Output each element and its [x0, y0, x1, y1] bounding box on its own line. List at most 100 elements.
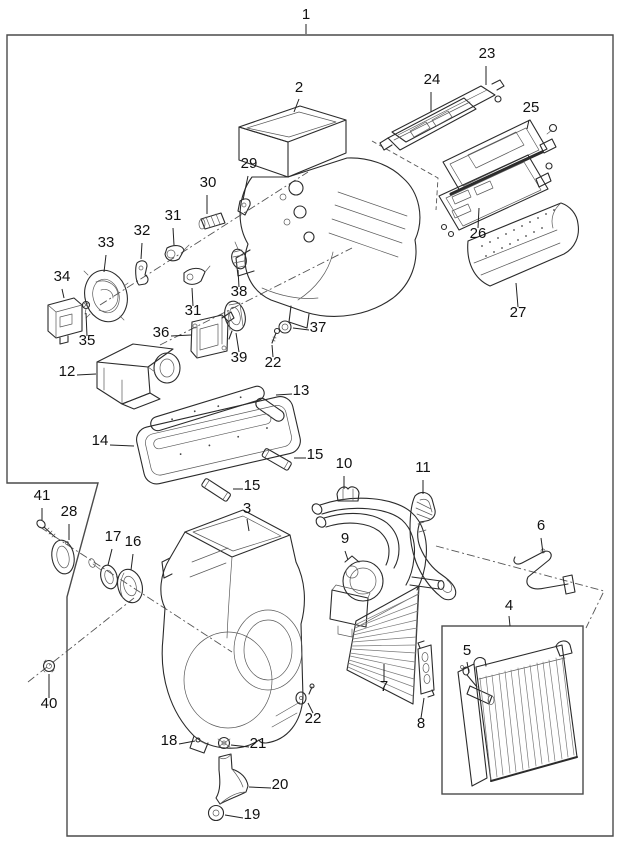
callout-12: 12	[59, 363, 76, 380]
callout-leader-27	[515, 282, 519, 308]
callout-19: 19	[244, 806, 261, 823]
part-18-clip-sketch	[195, 737, 207, 745]
part-15-strip-lower-sketch	[201, 478, 231, 502]
callout-leader-21	[230, 744, 250, 748]
callout-33: 33	[98, 234, 115, 251]
callout-leader-8	[420, 697, 425, 719]
callout-20: 20	[272, 776, 289, 793]
callout-38: 38	[231, 283, 248, 300]
callout-22b: 22	[305, 710, 322, 727]
part-5-pipe-stub-sketch	[460, 665, 495, 705]
callout-leader-19	[224, 814, 244, 819]
callout-leader-22b	[307, 702, 314, 714]
callout-11: 11	[415, 459, 431, 476]
callout-leader-25	[526, 119, 530, 130]
part-41-bolt-sketch	[36, 519, 56, 538]
part-4-evaporator-core-sketch	[457, 640, 578, 787]
part-11-bracket-sketch	[409, 491, 457, 601]
callout-leader-9	[344, 550, 349, 561]
callout-leader-33	[103, 254, 107, 273]
callout-34: 34	[54, 268, 71, 285]
callout-41: 41	[34, 487, 51, 504]
part-33-cam-disc-sketch	[83, 269, 129, 323]
callout-13: 13	[293, 382, 310, 399]
callout-leader-2	[293, 98, 300, 113]
part-34-actuator-sketch	[47, 297, 83, 345]
part-27-foam-dots	[481, 209, 555, 257]
callout-37: 37	[310, 319, 327, 336]
callout-25: 25	[523, 99, 540, 116]
part-3-lower-case-sketch	[160, 509, 305, 754]
callout-5: 5	[463, 642, 471, 659]
part-37-grommet-sketch	[278, 320, 292, 334]
main-assembly-boundary-box	[6, 34, 614, 837]
callout-leader-29	[242, 175, 249, 201]
callout-leader-20	[248, 786, 272, 789]
callout-leader-5	[466, 661, 470, 674]
part-21-clamp-sketch	[217, 736, 231, 750]
part-14-gasket-frame-sketch	[136, 396, 301, 485]
callout-27: 27	[510, 304, 527, 321]
callout-6: 6	[537, 517, 545, 534]
callout-3: 3	[243, 500, 251, 517]
part-6-pipe-bracket-sketch	[513, 548, 576, 595]
part-40-nut-sketch	[42, 659, 56, 673]
part-29-lever-sketch	[237, 198, 251, 216]
evaporator-detail-box	[441, 625, 584, 795]
callout-28: 28	[61, 503, 78, 520]
part-22-screw-upper-sketch	[271, 327, 281, 344]
callout-leader-18	[178, 740, 196, 745]
callout-17: 17	[105, 528, 122, 545]
part-23-cover-plate-sketch	[391, 79, 505, 143]
callout-14: 14	[92, 432, 109, 449]
callout-22a: 22	[265, 354, 282, 371]
callout-1: 1	[302, 6, 310, 23]
part-12-duct-sketch	[96, 343, 181, 410]
callout-leader-6	[540, 537, 544, 554]
part-2-upper-case-sketch	[235, 105, 421, 329]
callout-leader-12	[76, 373, 97, 376]
callout-35: 35	[79, 332, 96, 349]
heater-pipes-sketch	[311, 497, 445, 591]
part-27-seal-tray-sketch	[467, 202, 579, 287]
part-24-grille-plate-sketch	[379, 97, 477, 151]
callout-32: 32	[134, 222, 151, 239]
callout-leader-32	[140, 242, 143, 260]
callout-24: 24	[424, 71, 441, 88]
callout-leader-16	[130, 553, 134, 571]
callout-leader-17	[107, 548, 113, 566]
part-8-side-grille-sketch	[417, 640, 435, 698]
part-20-drain-hose-sketch	[215, 753, 249, 805]
callout-9: 9	[341, 530, 349, 547]
callout-29: 29	[241, 155, 258, 172]
callout-36: 36	[153, 324, 170, 341]
callout-leader-14	[109, 444, 135, 447]
callout-2: 2	[295, 79, 303, 96]
part-30-roller-sketch	[198, 212, 226, 230]
callout-leader-34	[61, 288, 65, 299]
callout-18: 18	[161, 732, 178, 749]
callout-31b: 31	[185, 302, 202, 319]
callout-leader-26	[477, 207, 480, 229]
callout-8: 8	[417, 715, 425, 732]
callout-10: 10	[336, 455, 353, 472]
part-31-lever-b-sketch	[183, 265, 211, 285]
part-9-actuator-motor-sketch	[329, 555, 384, 638]
callout-40: 40	[41, 695, 58, 712]
callout-leader-35	[85, 312, 88, 337]
callout-leader-36	[170, 334, 192, 337]
callout-leader-31a	[172, 227, 175, 246]
callout-15b: 15	[244, 477, 261, 494]
part-26-frame-sketch	[438, 154, 553, 238]
part-19-washer-sketch	[207, 804, 225, 822]
part-10-pipe-clamp-sketch	[336, 486, 360, 502]
part-31-lever-a-sketch	[164, 244, 190, 262]
part-7-heater-core-sketch	[346, 585, 420, 705]
callout-26: 26	[470, 225, 487, 242]
part-38-roller-sketch	[231, 241, 247, 270]
callout-39: 39	[231, 349, 248, 366]
callout-21: 21	[250, 735, 267, 752]
